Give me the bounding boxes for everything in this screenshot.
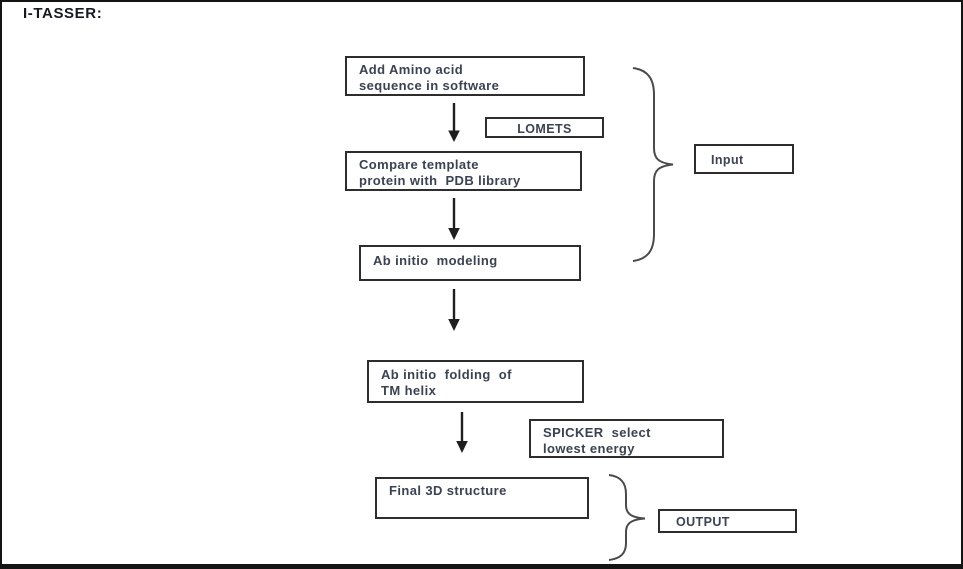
flow-box-ab-initio-modeling: Ab initio modeling	[359, 245, 581, 281]
down-arrow-4-icon	[456, 412, 468, 453]
flow-box-final-3d-structure: Final 3D structure	[375, 477, 589, 519]
output-group-brace	[608, 474, 646, 561]
input-group-brace	[632, 67, 674, 262]
flow-box-add-amino-acid-sequence: Add Amino acid sequence in software	[345, 56, 585, 96]
flow-box-lomets: LOMETS	[485, 117, 604, 138]
down-arrow-2-icon	[448, 198, 460, 240]
down-arrow-3-icon	[448, 289, 460, 331]
flow-box-compare-template-pdb: Compare template protein with PDB librar…	[345, 151, 582, 191]
flow-box-ab-initio-folding-tm-helix: Ab initio folding of TM helix	[367, 360, 584, 403]
page-title: I-TASSER:	[23, 5, 103, 22]
down-arrow-1-icon	[448, 103, 460, 142]
flow-box-input-group-label: Input	[694, 144, 794, 174]
flow-box-spicker-lowest-energy: SPICKER select lowest energy	[529, 419, 724, 458]
flow-box-output-group-label: OUTPUT	[658, 509, 797, 533]
